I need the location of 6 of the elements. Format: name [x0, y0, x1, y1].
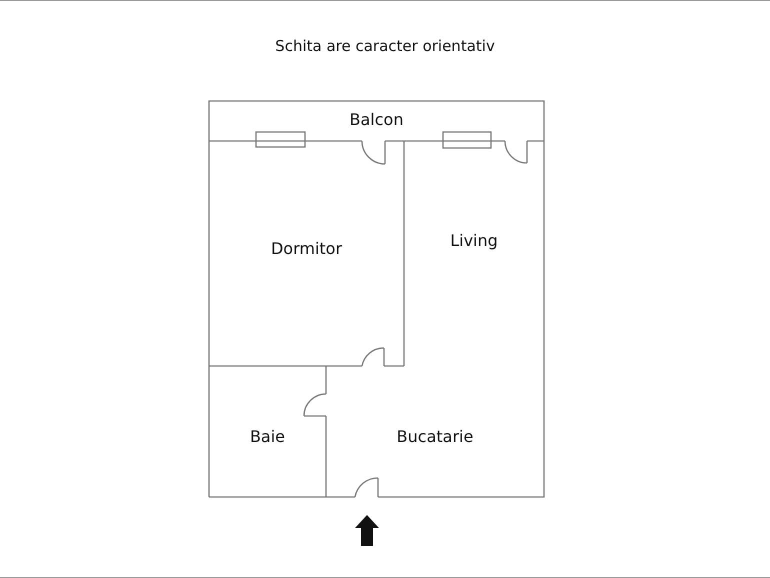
room-label: Baie [250, 426, 286, 446]
room-label: Living [450, 230, 498, 250]
room-label: Balcon [350, 110, 404, 128]
title: Schita are caracter orientativ [275, 37, 495, 55]
room-label: Bucatarie [396, 426, 474, 446]
room-label: Dormitor [270, 239, 342, 258]
